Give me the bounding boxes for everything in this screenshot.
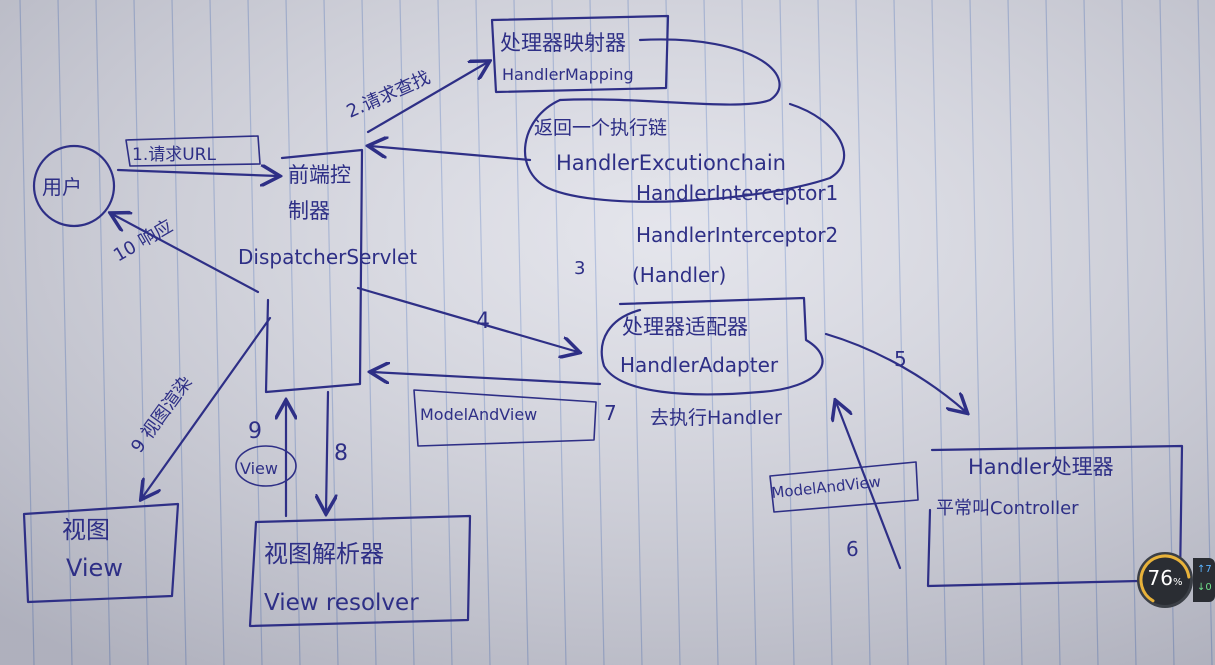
- node-handler-mapping: 处理器映射器 HandlerMapping: [490, 14, 670, 94]
- mapping-cn-label: 处理器映射器: [500, 31, 626, 55]
- adapter-cn-label: 处理器适配器: [622, 315, 748, 339]
- node-user: 用户: [32, 144, 116, 228]
- edge-4-label: 4: [476, 309, 490, 334]
- upload-speed: ↑7: [1197, 564, 1212, 575]
- dispatcher-cn-line2: 制器: [288, 199, 330, 223]
- edge-5-to-handler: 5 去执行Handler: [650, 332, 966, 429]
- dispatcher-cn-line1: 前端控: [288, 163, 351, 187]
- edge-8-label: 8: [334, 441, 348, 466]
- node-view: 视图 View: [22, 502, 180, 604]
- edge-7-model-and-view: ModelAndView 7: [372, 372, 617, 447]
- edge-4-to-adapter: 4: [356, 286, 578, 352]
- widget-side-panel: [1193, 558, 1215, 602]
- view-tag-label: View: [240, 459, 278, 478]
- resolver-cn-label: 视图解析器: [264, 540, 384, 568]
- node-dispatcher-servlet: 前端控 制器 DispatcherServlet: [238, 148, 417, 394]
- view-en-label: View: [66, 554, 123, 582]
- mapping-en-label: HandlerMapping: [502, 65, 634, 84]
- handler-sub-label: 平常叫Controller: [936, 498, 1079, 519]
- user-label: 用户: [42, 175, 82, 199]
- widget-dial: [1137, 552, 1193, 608]
- edge-1-label: 1.请求URL: [132, 145, 216, 165]
- interceptor2-label: HandlerInterceptor2: [636, 223, 838, 247]
- chain-en-label: HandlerExcutionchain: [556, 151, 786, 175]
- widget-progress-ring: [1139, 554, 1191, 606]
- edge-9-label: 9: [248, 419, 262, 444]
- edge-9-view: 9 View: [235, 402, 296, 518]
- edge-6-label: 6: [846, 537, 859, 561]
- edge-8-to-resolver: 8: [326, 390, 348, 512]
- adapter-en-label: HandlerAdapter: [620, 353, 779, 377]
- edge-1-request-url: 1.请求URL: [116, 135, 278, 176]
- handler-cn-label: Handler处理器: [968, 455, 1114, 479]
- dispatcher-en-label: DispatcherServlet: [238, 245, 417, 269]
- node-handler-controller: Handler处理器 平常叫Controller: [926, 444, 1184, 588]
- node-view-resolver: 视图解析器 View resolver: [248, 514, 472, 628]
- download-speed: ↓0: [1197, 582, 1212, 593]
- view-cn-label: 视图: [62, 516, 110, 544]
- edge-7-label: 7: [604, 401, 617, 425]
- interceptor1-label: HandlerInterceptor1: [636, 181, 838, 205]
- widget-percent: 76%: [1147, 566, 1183, 590]
- execute-handler-label: 去执行Handler: [650, 407, 782, 429]
- mapping-return-curve: [558, 38, 781, 106]
- edge-3-label: 3: [574, 258, 585, 279]
- chain-cn-label: 返回一个执行链: [534, 117, 667, 139]
- node-execution-chain: 返回一个执行链 HandlerExcutionchain HandlerInte…: [523, 98, 846, 287]
- model-and-view-1-label: ModelAndView: [420, 405, 537, 424]
- node-handler-adapter: 处理器适配器 HandlerAdapter: [600, 296, 824, 396]
- resolver-en-label: View resolver: [264, 590, 419, 616]
- edge-3-return-chain: 3: [370, 146, 585, 279]
- edge-5-label: 5: [894, 347, 907, 371]
- performance-widget[interactable]: 76% ↑7 ↓0: [1137, 552, 1215, 608]
- handler-paren-label: (Handler): [632, 263, 726, 287]
